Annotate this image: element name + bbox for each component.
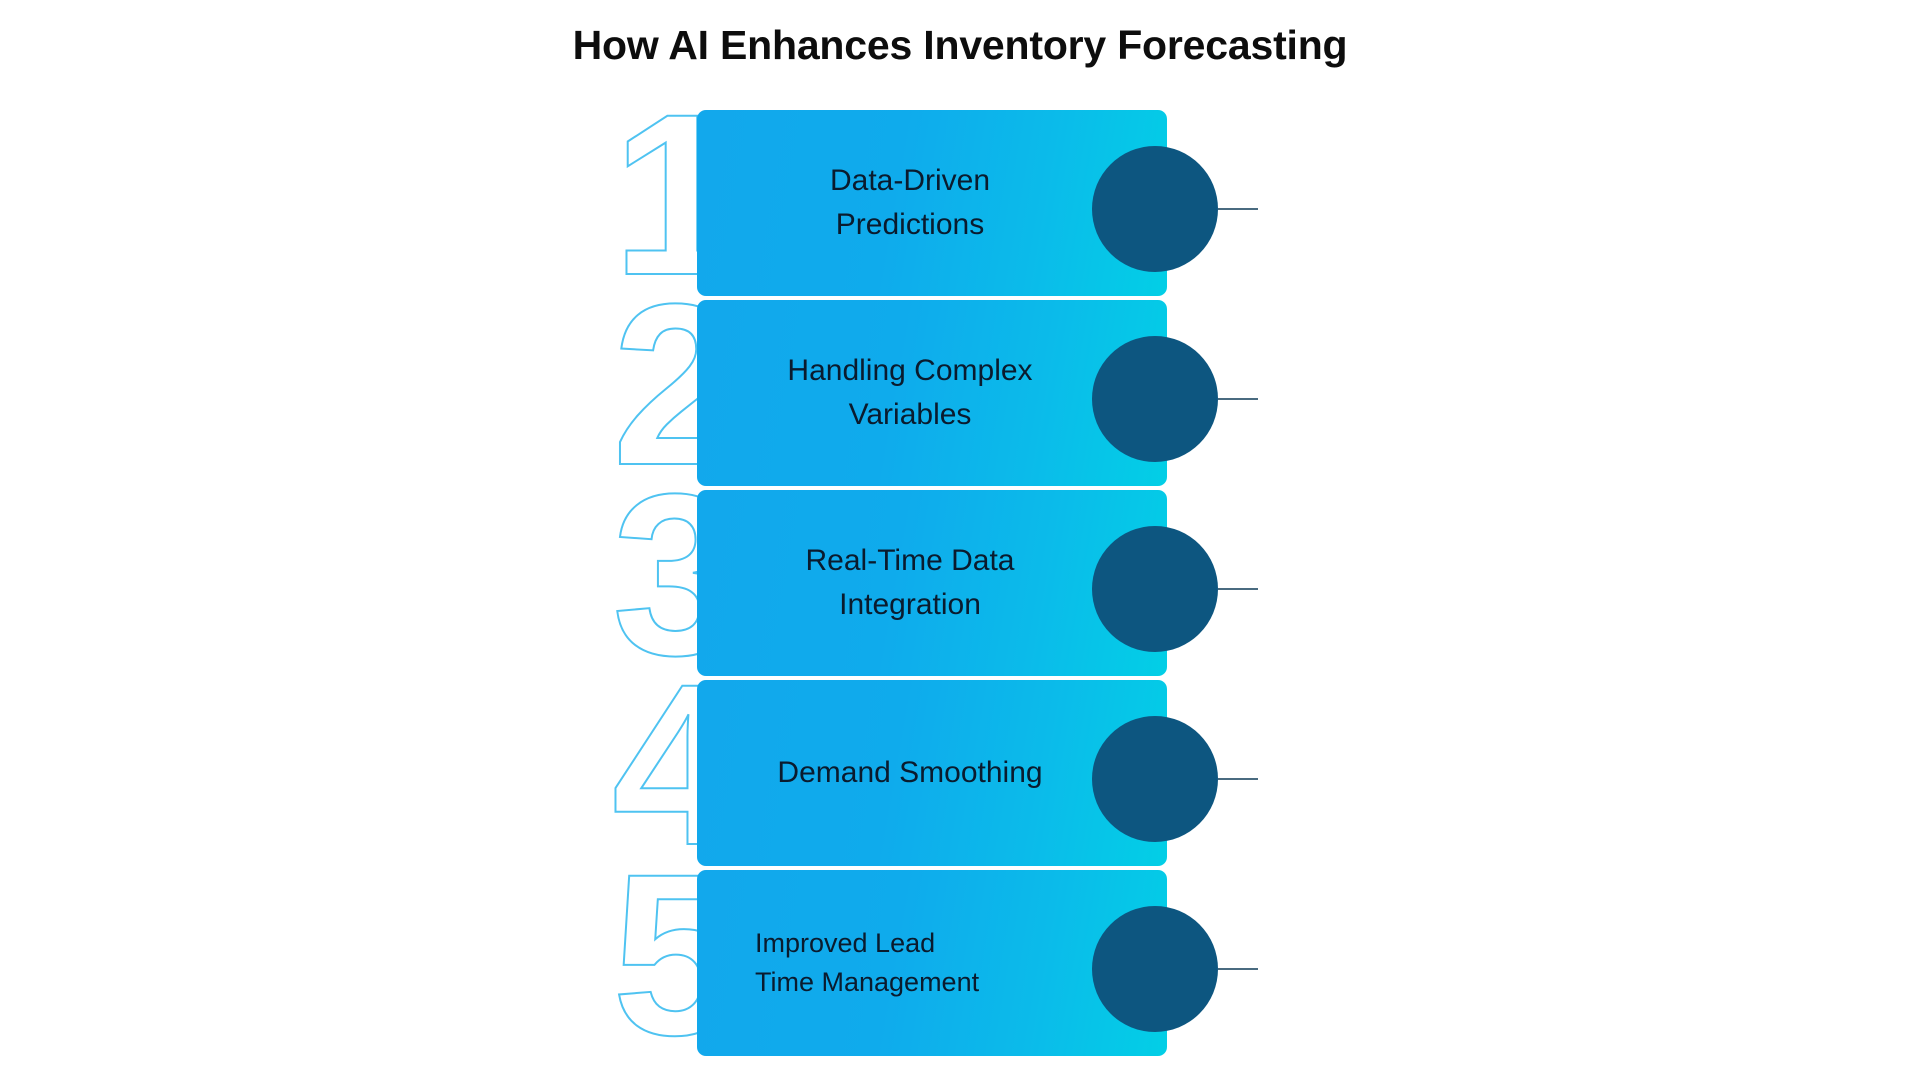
step-card-label-line1: Real-Time Data [805,544,1015,577]
step-card-label-line1: Data-Driven [829,164,991,197]
step-card-label-line1: Improved Lead [755,928,936,958]
step-row-1: 1 Data-Driven Predictions [0,79,1920,311]
step-node-line-2 [1218,398,1258,400]
step-node-circle-1[interactable] [1092,146,1218,272]
step-row-4: 4 Demand Smoothing [0,649,1920,881]
step-card-label-3: Real-Time Data Integration [745,490,1075,676]
step-node-line-4 [1218,778,1258,780]
step-node-circle-5[interactable] [1092,906,1218,1032]
step-card-label-line1: Handling Complex [787,354,1033,387]
step-row-5: 5 Improved Lead Time Management [0,839,1920,1071]
step-row-2: 2 Handling Complex Variables [0,269,1920,501]
step-card-label-line2: Variables [848,398,972,431]
step-card-label-5: Improved Lead Time Management [755,870,1085,1056]
step-card-label-line1: Demand Smoothing [777,756,1043,789]
step-card-5[interactable]: Improved Lead Time Management [697,870,1167,1056]
step-card-label-2: Handling Complex Variables [745,300,1075,486]
step-card-4[interactable]: Demand Smoothing [697,680,1167,866]
step-node-circle-4[interactable] [1092,716,1218,842]
step-row-3: 3 Real-Time Data Integration [0,459,1920,691]
step-card-3[interactable]: Real-Time Data Integration [697,490,1167,676]
step-card-2[interactable]: Handling Complex Variables [697,300,1167,486]
step-node-line-1 [1218,208,1258,210]
page-title: How AI Enhances Inventory Forecasting [572,22,1348,68]
step-card-label-4: Demand Smoothing [745,680,1075,866]
step-node-line-3 [1218,588,1258,590]
step-node-line-5 [1218,968,1258,970]
step-card-label-line2: Predictions [835,208,985,241]
step-card-label-1: Data-Driven Predictions [745,110,1075,296]
step-node-circle-2[interactable] [1092,336,1218,462]
step-card-1[interactable]: Data-Driven Predictions [697,110,1167,296]
step-card-label-line2: Integration [839,588,981,621]
step-card-label-line2: Time Management [755,967,980,997]
step-node-circle-3[interactable] [1092,526,1218,652]
